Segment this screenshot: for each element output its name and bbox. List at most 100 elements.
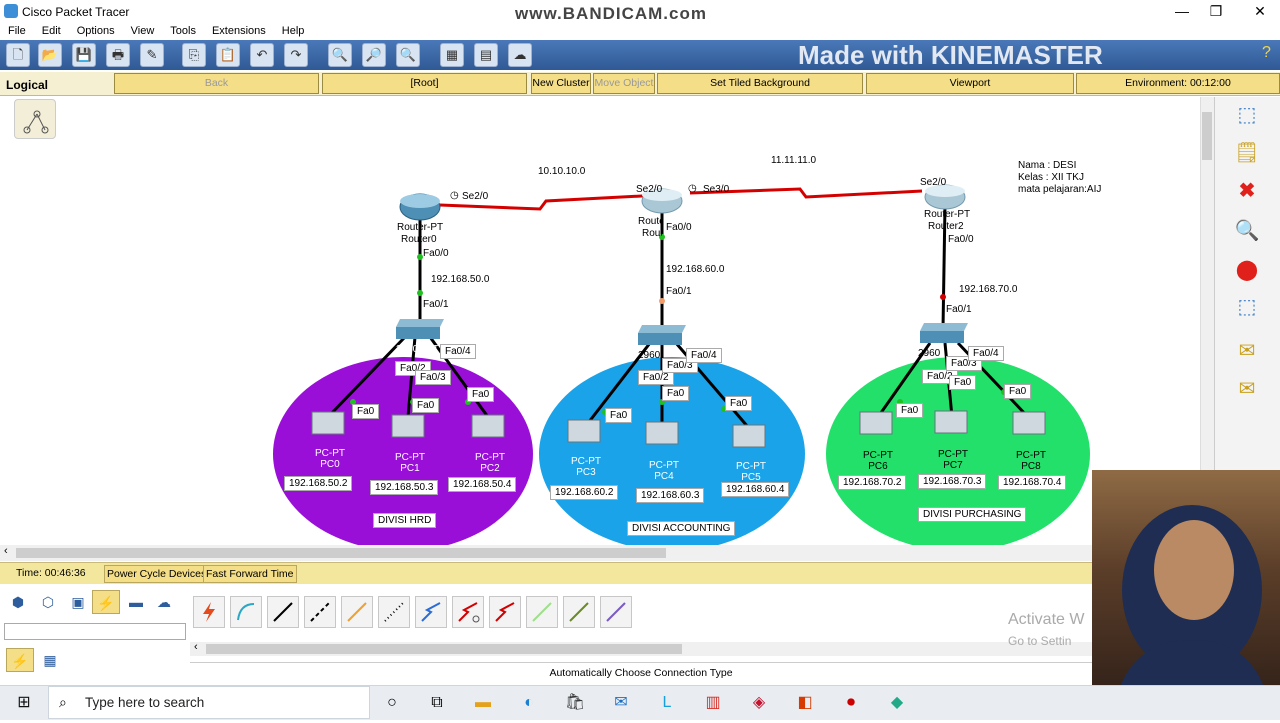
octal-cable-icon[interactable]: [526, 596, 558, 628]
app-calc-icon[interactable]: ▥: [705, 694, 721, 711]
note-icon[interactable]: 🗒: [1234, 142, 1260, 164]
mcafee-icon[interactable]: ◈: [752, 694, 766, 711]
copper-straight-icon[interactable]: [267, 596, 299, 628]
vertical-scroll-thumb[interactable]: [1202, 112, 1212, 160]
router0-icon[interactable]: [399, 193, 441, 221]
new-file-icon[interactable]: 🗋: [6, 43, 30, 67]
network-devices-icon[interactable]: ⬢: [11, 594, 25, 610]
file-explorer-icon[interactable]: ▬: [475, 694, 491, 711]
inspect-icon[interactable]: 🔍: [1234, 220, 1260, 242]
connections-icon[interactable]: ⚡: [92, 590, 120, 614]
delete-icon[interactable]: ✖: [1238, 180, 1256, 202]
vertical-scrollbar[interactable]: [1200, 97, 1214, 545]
windows-start-icon[interactable]: ⊞: [17, 694, 31, 711]
menu-view[interactable]: View: [130, 25, 155, 37]
usb-cable-icon[interactable]: [600, 596, 632, 628]
end-devices-icon[interactable]: ⬡: [41, 594, 55, 610]
horizontal-scroll-thumb[interactable]: [16, 548, 666, 558]
menu-file[interactable]: File: [8, 25, 26, 37]
menu-bar: File Edit Options View Tools Extensions …: [0, 22, 1280, 40]
r2-wan-port: Se2/0: [920, 177, 947, 188]
root-button[interactable]: [Root]: [322, 73, 527, 94]
components-icon[interactable]: ▣: [71, 594, 85, 610]
menu-extensions[interactable]: Extensions: [211, 25, 266, 37]
move-object-button[interactable]: Move Object: [593, 73, 655, 94]
packet-tracer-icon[interactable]: ◆: [890, 694, 904, 711]
close-icon[interactable]: ✕: [1254, 3, 1266, 19]
misc-icon[interactable]: ▬: [129, 594, 143, 610]
taskbar-search[interactable]: ⌕ Type here to search: [48, 686, 370, 719]
back-button[interactable]: Back: [114, 73, 319, 94]
multiuser-icon[interactable]: ☁: [157, 594, 171, 610]
purchasing-division-label: DIVISI PURCHASING: [918, 507, 1027, 522]
zoom-reset-icon[interactable]: 🔎: [362, 43, 386, 67]
print-icon[interactable]: 🖶: [106, 43, 130, 67]
switch2-icon[interactable]: [920, 323, 968, 343]
network-info-icon[interactable]: ☁: [508, 43, 532, 67]
serial-dte-icon[interactable]: [489, 596, 521, 628]
connection-subtype-icon[interactable]: ⚡: [6, 648, 34, 672]
app-l-icon[interactable]: L: [662, 694, 672, 711]
sw0-uplink-port: Fa0/1: [423, 299, 449, 310]
menu-tools[interactable]: Tools: [170, 25, 196, 37]
pc6-ip: 192.168.70.2: [838, 475, 907, 490]
phone-cable-icon[interactable]: [378, 596, 410, 628]
new-cluster-button[interactable]: New Cluster: [531, 73, 591, 94]
switch0-icon[interactable]: [396, 319, 444, 339]
copy-icon[interactable]: ⎘: [182, 43, 206, 67]
draw-ellipse-icon[interactable]: ⬤: [1235, 259, 1259, 281]
mail-icon[interactable]: ✉: [614, 694, 628, 711]
fiber-icon[interactable]: [341, 596, 373, 628]
save-icon[interactable]: 💾: [72, 43, 96, 67]
menu-help[interactable]: Help: [281, 25, 305, 37]
maximize-icon[interactable]: ❐: [1209, 3, 1223, 19]
serial-dce-icon[interactable]: [452, 596, 484, 628]
minimize-icon[interactable]: —: [1175, 3, 1189, 19]
coaxial-icon[interactable]: [415, 596, 447, 628]
task-view-icon[interactable]: ⧉: [431, 694, 443, 711]
paste-icon[interactable]: 📋: [216, 43, 240, 67]
device-scroll-thumb[interactable]: [206, 644, 682, 654]
palette-icon[interactable]: ▦: [440, 43, 464, 67]
viewport-button[interactable]: Viewport: [866, 73, 1074, 94]
serial-link-r0-r1[interactable]: [439, 193, 661, 211]
grid-icon[interactable]: ▦: [43, 652, 57, 668]
link-r2-sw2[interactable]: [941, 204, 947, 330]
add-complex-pdu-icon[interactable]: ✉: [1238, 378, 1256, 400]
copper-cross-icon[interactable]: [304, 596, 336, 628]
add-simple-pdu-icon[interactable]: ✉: [1238, 340, 1256, 362]
open-folder-icon[interactable]: 📂: [38, 43, 62, 67]
scroll-left-icon[interactable]: ‹: [194, 641, 198, 653]
environment-button[interactable]: Environment: 00:12:00: [1076, 73, 1280, 94]
power-cycle-button[interactable]: Power Cycle Devices: [104, 565, 210, 583]
auto-connection-icon[interactable]: [193, 596, 225, 628]
router2-icon[interactable]: [924, 184, 966, 210]
student-note[interactable]: Nama : DESI Kelas : XII TKJ mata pelajar…: [1018, 160, 1112, 196]
bandicam-icon[interactable]: ⏺: [846, 694, 855, 711]
menu-edit[interactable]: Edit: [41, 25, 61, 37]
edge-icon[interactable]: ◐: [524, 694, 534, 711]
serial-link-r1-r2[interactable]: [689, 187, 923, 199]
fast-forward-button[interactable]: Fast Forward Time: [203, 565, 297, 583]
resize-shape-icon[interactable]: ⬚: [1237, 296, 1257, 318]
switch1-icon[interactable]: [638, 325, 686, 345]
help-icon[interactable]: ?: [1262, 44, 1271, 61]
custom-device-icon[interactable]: ▤: [474, 43, 498, 67]
device-filter-input[interactable]: [4, 623, 186, 640]
set-tiled-background-button[interactable]: Set Tiled Background: [657, 73, 863, 94]
store-icon[interactable]: 🛍: [564, 694, 586, 711]
zoom-in-icon[interactable]: 🔍: [328, 43, 352, 67]
console-cable-icon[interactable]: [230, 596, 262, 628]
zoom-out-icon[interactable]: 🔍: [396, 43, 420, 67]
router1-icon[interactable]: [641, 188, 683, 214]
scroll-left-icon[interactable]: ‹: [4, 545, 8, 557]
undo-icon[interactable]: ↶: [250, 43, 274, 67]
iot-cable-icon[interactable]: [563, 596, 595, 628]
select-icon[interactable]: ⬚: [1237, 104, 1257, 126]
menu-options[interactable]: Options: [76, 25, 115, 37]
cortana-icon[interactable]: ○: [387, 694, 397, 711]
redo-icon[interactable]: ↷: [284, 43, 308, 67]
activity-wizard-icon[interactable]: ✎: [140, 43, 164, 67]
office-icon[interactable]: ◧: [797, 694, 813, 711]
